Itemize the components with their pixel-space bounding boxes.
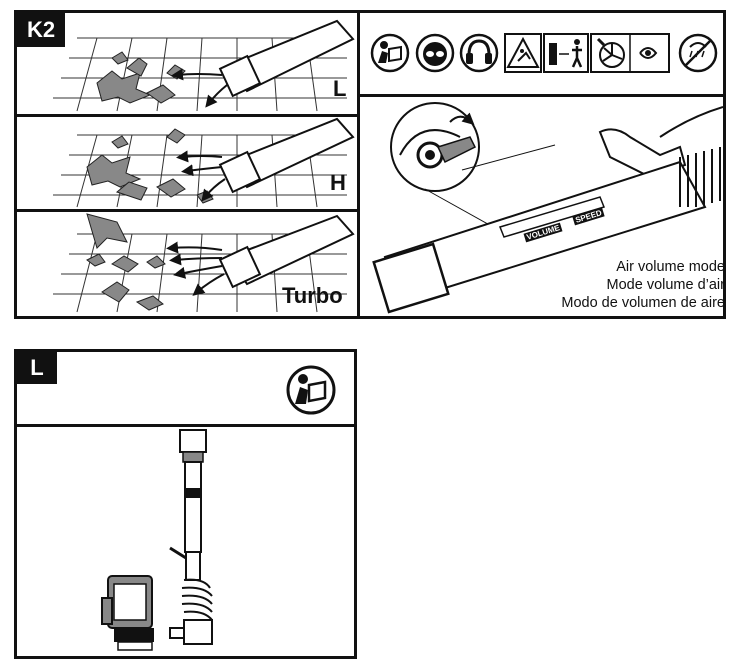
caption-en: Air volume mode [616, 259, 725, 275]
figure-tag-k2: K2 [17, 13, 65, 47]
ear-protection-icon [459, 33, 499, 73]
speed-label-h: H [330, 170, 346, 195]
caption-fr: Mode volume d’air [606, 277, 725, 293]
panel-divider [14, 114, 360, 117]
k2-divider [357, 10, 360, 319]
leaf-grid-h [53, 117, 355, 208]
figure-tag-l: L [17, 352, 57, 384]
rotating-fan-warning-icon [590, 33, 670, 73]
speed-label-l: L [333, 76, 347, 101]
flying-debris-warning-icon [504, 33, 542, 73]
no-rain-icon [678, 33, 718, 73]
keep-bystanders-away-icon [543, 33, 589, 73]
eye-protection-icon [415, 33, 455, 73]
l-header-divider [14, 424, 357, 427]
leaf-grid-l [53, 19, 355, 112]
mode-caption: Air volume mode Mode volume d’air Modo d… [561, 258, 725, 312]
leaf-grid-turbo [53, 213, 355, 313]
speed-label-turbo: Turbo [282, 283, 343, 308]
icon-row-divider [357, 94, 726, 97]
read-manual-icon [370, 33, 410, 73]
read-manual-icon [286, 365, 336, 415]
backpack-blower-illustration [101, 429, 213, 651]
caption-es: Modo de volumen de aire [561, 295, 725, 311]
panel-divider [14, 209, 360, 212]
